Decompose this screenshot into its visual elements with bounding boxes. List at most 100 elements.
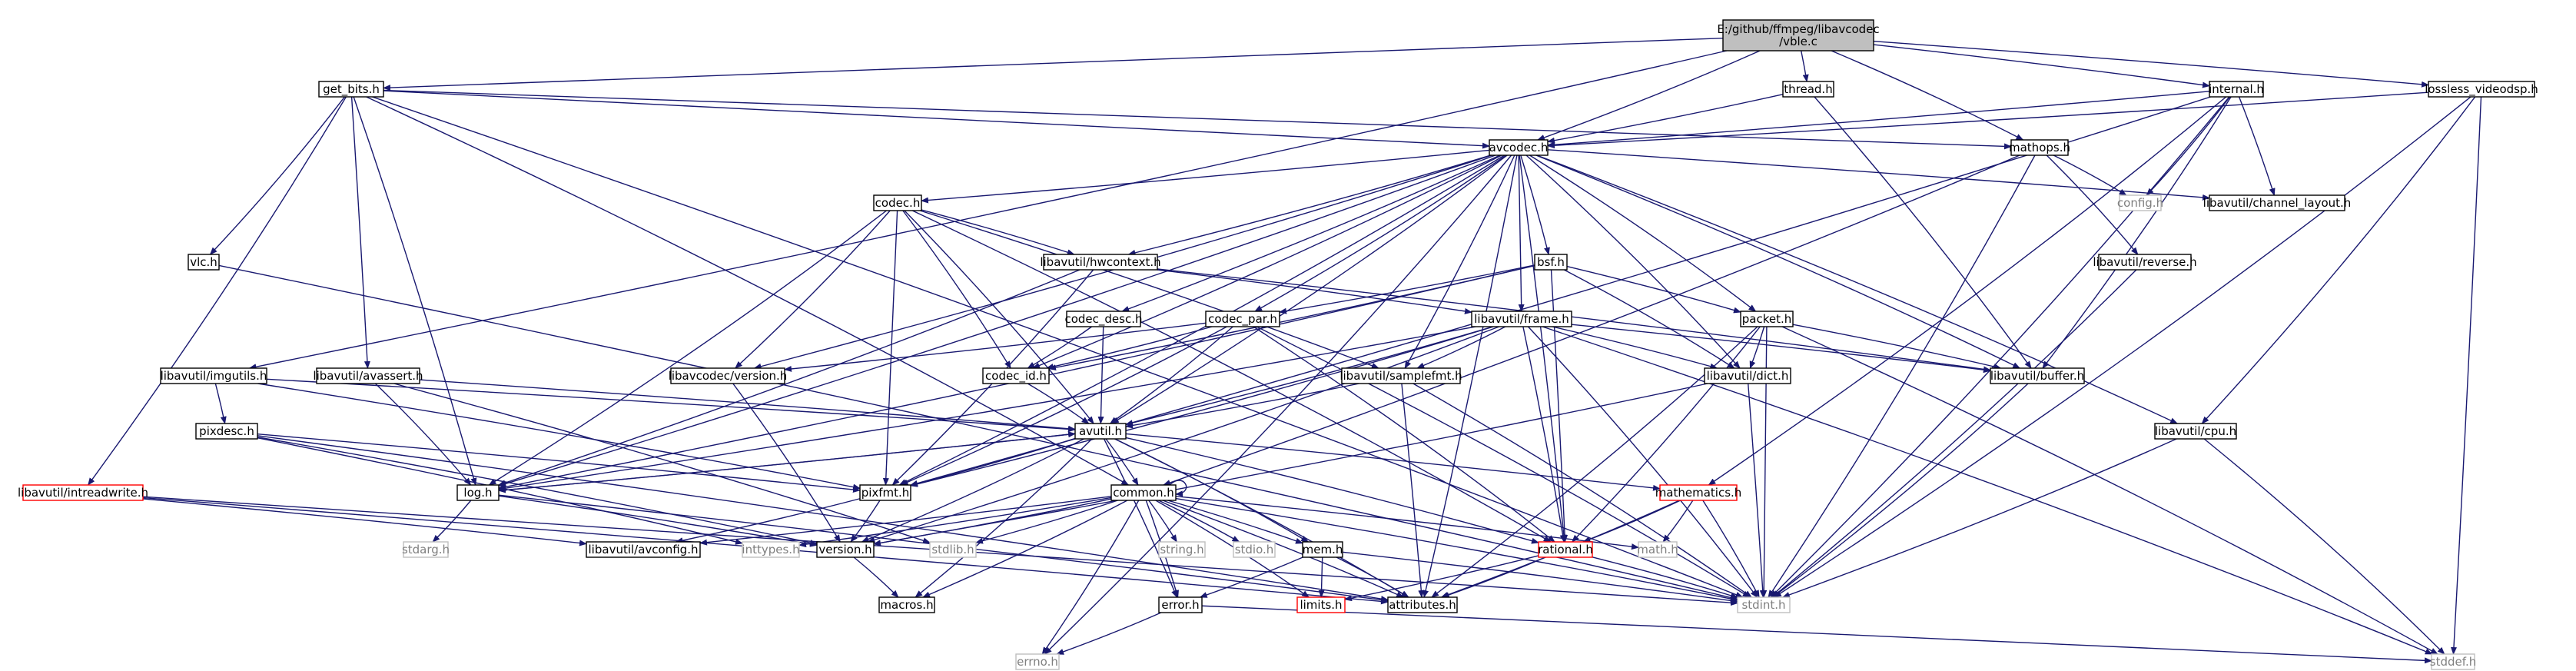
edge-avassert-to-avutil [419, 379, 1076, 432]
node-box-vlc [188, 254, 220, 271]
node-math[interactable]: math.h [1637, 541, 1678, 558]
node-string[interactable]: string.h [1158, 541, 1206, 558]
edge-avcodec-to-log [498, 154, 1496, 487]
edge-frame-to-stddef [1542, 326, 2433, 655]
node-channel_layout[interactable]: libavutil/channel_layout.h [2203, 194, 2352, 211]
node-get_bits[interactable]: get_bits.h [318, 81, 384, 98]
edge-bsf-to-codec_par [1279, 264, 1535, 314]
node-codec_par[interactable]: codec_par.h [1205, 311, 1280, 327]
node-avcodec[interactable]: avcodec.h [1489, 139, 1549, 156]
node-cpu[interactable]: libavutil/cpu.h [2154, 423, 2237, 440]
edge-avcodec-to-codec_desc [1121, 154, 1501, 312]
node-avconfig[interactable]: libavutil/avconfig.h [586, 541, 701, 558]
node-common[interactable]: common.h [1110, 484, 1177, 501]
edge-mathematics-to-math [1662, 500, 1694, 543]
node-error[interactable]: error.h [1158, 596, 1203, 613]
edge-intreadwrite-to-avconfig [142, 498, 587, 546]
node-box-packet [1740, 311, 1794, 327]
edge-vlc-to-stdint [218, 264, 1738, 601]
node-box-buffer [1990, 367, 2085, 384]
edge-avutil-to-mathematics [1125, 433, 1661, 491]
edge-hwcontext-to-log [498, 269, 1081, 486]
edge-bsf-to-dict [1563, 269, 1735, 369]
node-imgutils[interactable]: libavutil/imgutils.h [160, 367, 267, 384]
node-codec_id[interactable]: codec_id.h [982, 367, 1050, 384]
node-label-config: config.h [2117, 196, 2163, 210]
node-reverse[interactable]: libavutil/reverse.h [2093, 254, 2197, 271]
edge-codec-to-hwcontext [921, 209, 1075, 256]
edge-avcodec-to-packet [1529, 154, 1757, 312]
node-stdlib[interactable]: stdlib.h [929, 541, 977, 558]
node-box-pixdesc [195, 423, 258, 440]
edge-codec-to-samplefmt [919, 210, 1379, 369]
node-pixfmt[interactable]: pixfmt.h [859, 484, 911, 501]
node-inttypes[interactable]: inttypes.h [742, 541, 800, 558]
edge-imgutils-to-avutil [266, 378, 1076, 433]
node-label-lossless: lossless_videodsp.h [2425, 82, 2538, 97]
node-stdint[interactable]: stdint.h [1737, 596, 1791, 613]
node-stddef[interactable]: stddef.h [2430, 653, 2476, 670]
node-mem[interactable]: mem.h [1302, 541, 1343, 558]
node-pixdesc[interactable]: pixdesc.h [195, 423, 258, 440]
node-label-stddef: stddef.h [2430, 655, 2476, 669]
node-box-math [1638, 541, 1678, 558]
node-bsf[interactable]: bsf.h [1534, 254, 1568, 271]
node-stdio[interactable]: stdio.h [1233, 541, 1276, 558]
node-packet[interactable]: packet.h [1740, 311, 1794, 327]
edge-get_bits-to-mathops [383, 89, 2012, 150]
edge-frame-to-log [498, 326, 1476, 492]
node-frame[interactable]: libavutil/frame.h [1471, 311, 1572, 327]
node-macros[interactable]: macros.h [878, 596, 935, 613]
node-buffer[interactable]: libavutil/buffer.h [1990, 367, 2085, 384]
edge-mem-to-error [1199, 556, 1303, 598]
node-hwcontext[interactable]: libavutil/hwcontext.h [1040, 254, 1161, 271]
node-mathematics[interactable]: mathematics.h [1655, 484, 1742, 501]
edge-packet-to-rational [1572, 326, 1761, 543]
node-samplefmt[interactable]: libavutil/samplefmt.h [1339, 367, 1462, 384]
node-label-inttypes: inttypes.h [742, 543, 799, 556]
node-label-errno: errno.h [1017, 655, 1058, 669]
edge-frame-to-version [867, 326, 1499, 543]
node-codec_desc[interactable]: codec_desc.h [1064, 311, 1143, 327]
node-avcodec_version[interactable]: libavcodec/version.h [669, 367, 788, 384]
node-stdarg[interactable]: stdarg.h [402, 541, 450, 558]
node-vlc[interactable]: vlc.h [188, 254, 220, 271]
edge-common-to-avconfig [699, 496, 1112, 546]
edge-version-to-macros [853, 556, 899, 598]
node-label-mem: mem.h [1303, 543, 1343, 556]
node-config[interactable]: config.h [2117, 194, 2163, 211]
node-limits[interactable]: limits.h [1296, 596, 1346, 613]
node-intreadwrite[interactable]: libavutil/intreadwrite.h [18, 484, 148, 501]
node-label-bsf: bsf.h [1537, 255, 1565, 269]
node-thread[interactable]: thread.h [1782, 81, 1834, 98]
edge-avcodec-to-avutil [1110, 154, 1508, 424]
edge-frame-to-dict [1552, 326, 1718, 370]
node-log[interactable]: log.h [456, 484, 500, 501]
edge-internal-to-config [2146, 96, 2231, 196]
node-label-log: log.h [463, 486, 492, 500]
node-lossless[interactable]: lossless_videodsp.h [2425, 81, 2538, 98]
edge-cpu-to-stdint [1781, 438, 2177, 598]
node-attributes[interactable]: attributes.h [1387, 596, 1458, 613]
node-rational[interactable]: rational.h [1538, 541, 1593, 558]
edge-samplefmt-to-avutil [1125, 383, 1359, 429]
edge-codec-to-pixfmt [882, 210, 898, 486]
node-box-avassert [316, 367, 420, 384]
node-avutil[interactable]: avutil.h [1074, 423, 1127, 440]
edge-error-to-errno [1056, 612, 1162, 655]
node-codec[interactable]: codec.h [873, 194, 922, 211]
node-internal[interactable]: internal.h [2209, 81, 2264, 98]
edge-buffer-to-stdint [1772, 383, 2029, 598]
edge-packet-to-buffer [1792, 324, 2002, 370]
edge-codec-to-avutil [904, 210, 1094, 424]
edge-codec_id-to-avutil [1027, 383, 1090, 424]
node-version[interactable]: version.h [816, 541, 875, 558]
node-avassert[interactable]: libavutil/avassert.h [313, 367, 423, 384]
edge-avcodec-to-codec_par [1254, 154, 1507, 312]
node-mathops[interactable]: mathops.h [2009, 139, 2070, 156]
node-dict[interactable]: libavutil/dict.h [1704, 367, 1791, 384]
node-box-codec_id [982, 367, 1050, 384]
edge-dict-to-version [873, 383, 1708, 546]
node-errno[interactable]: errno.h [1015, 653, 1060, 670]
node-vble[interactable]: E:/github/ffmpeg/libavcodec/vble.c [1717, 19, 1880, 51]
